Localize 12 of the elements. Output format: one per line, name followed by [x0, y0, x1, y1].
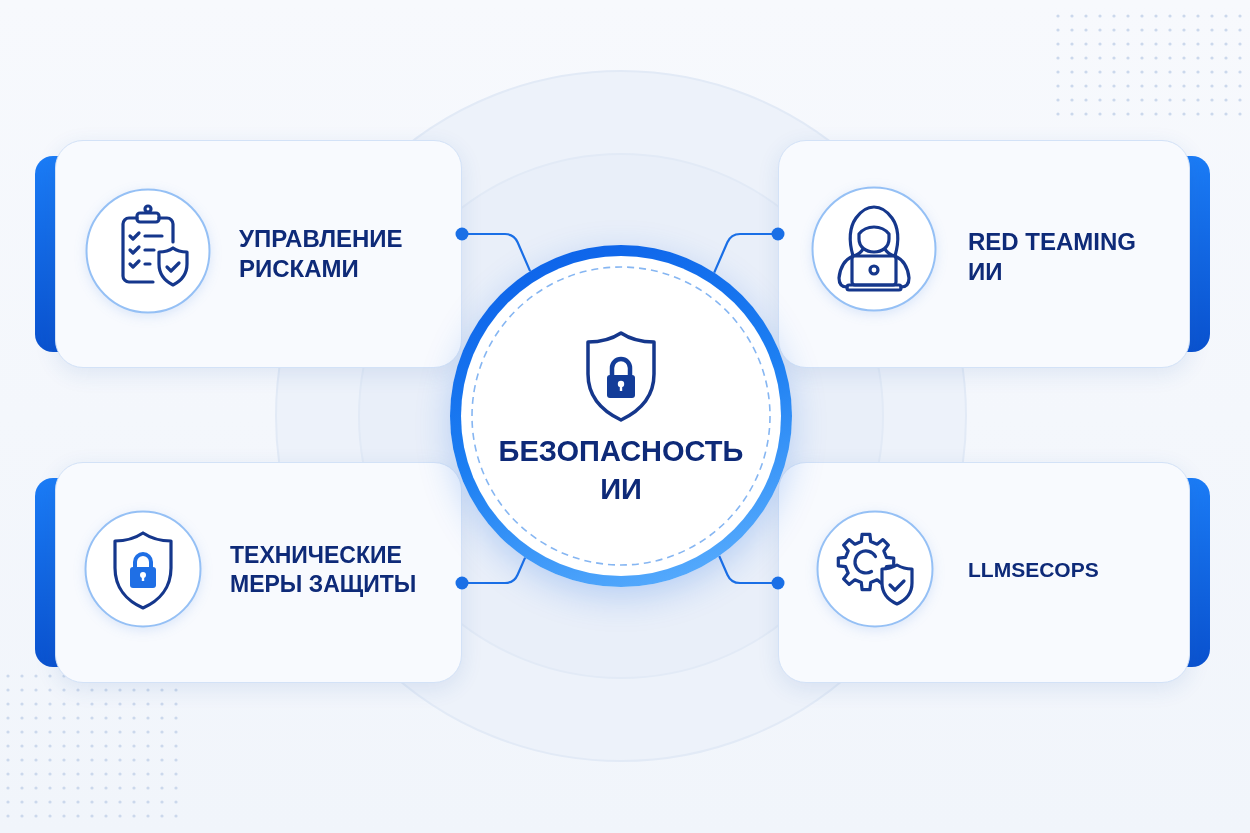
topic-card: [778, 140, 1190, 368]
topic-card: [55, 462, 462, 683]
card-title: LLMSECOPS: [968, 556, 1099, 583]
connector: [713, 227, 785, 274]
hub-title: БЕЗОПАСНОСТЬ ИИ: [497, 434, 745, 507]
connector: [455, 227, 532, 272]
card-title: RED TEAMING ИИ: [968, 226, 1137, 287]
connector: [455, 557, 527, 590]
card-title: УПРАВЛЕНИЕ РИСКАМИ: [239, 223, 404, 284]
connector: [718, 555, 785, 590]
card-title: ТЕХНИЧЕСКИЕ МЕРЫ ЗАЩИТЫ: [230, 540, 418, 599]
topic-card: [778, 462, 1190, 683]
